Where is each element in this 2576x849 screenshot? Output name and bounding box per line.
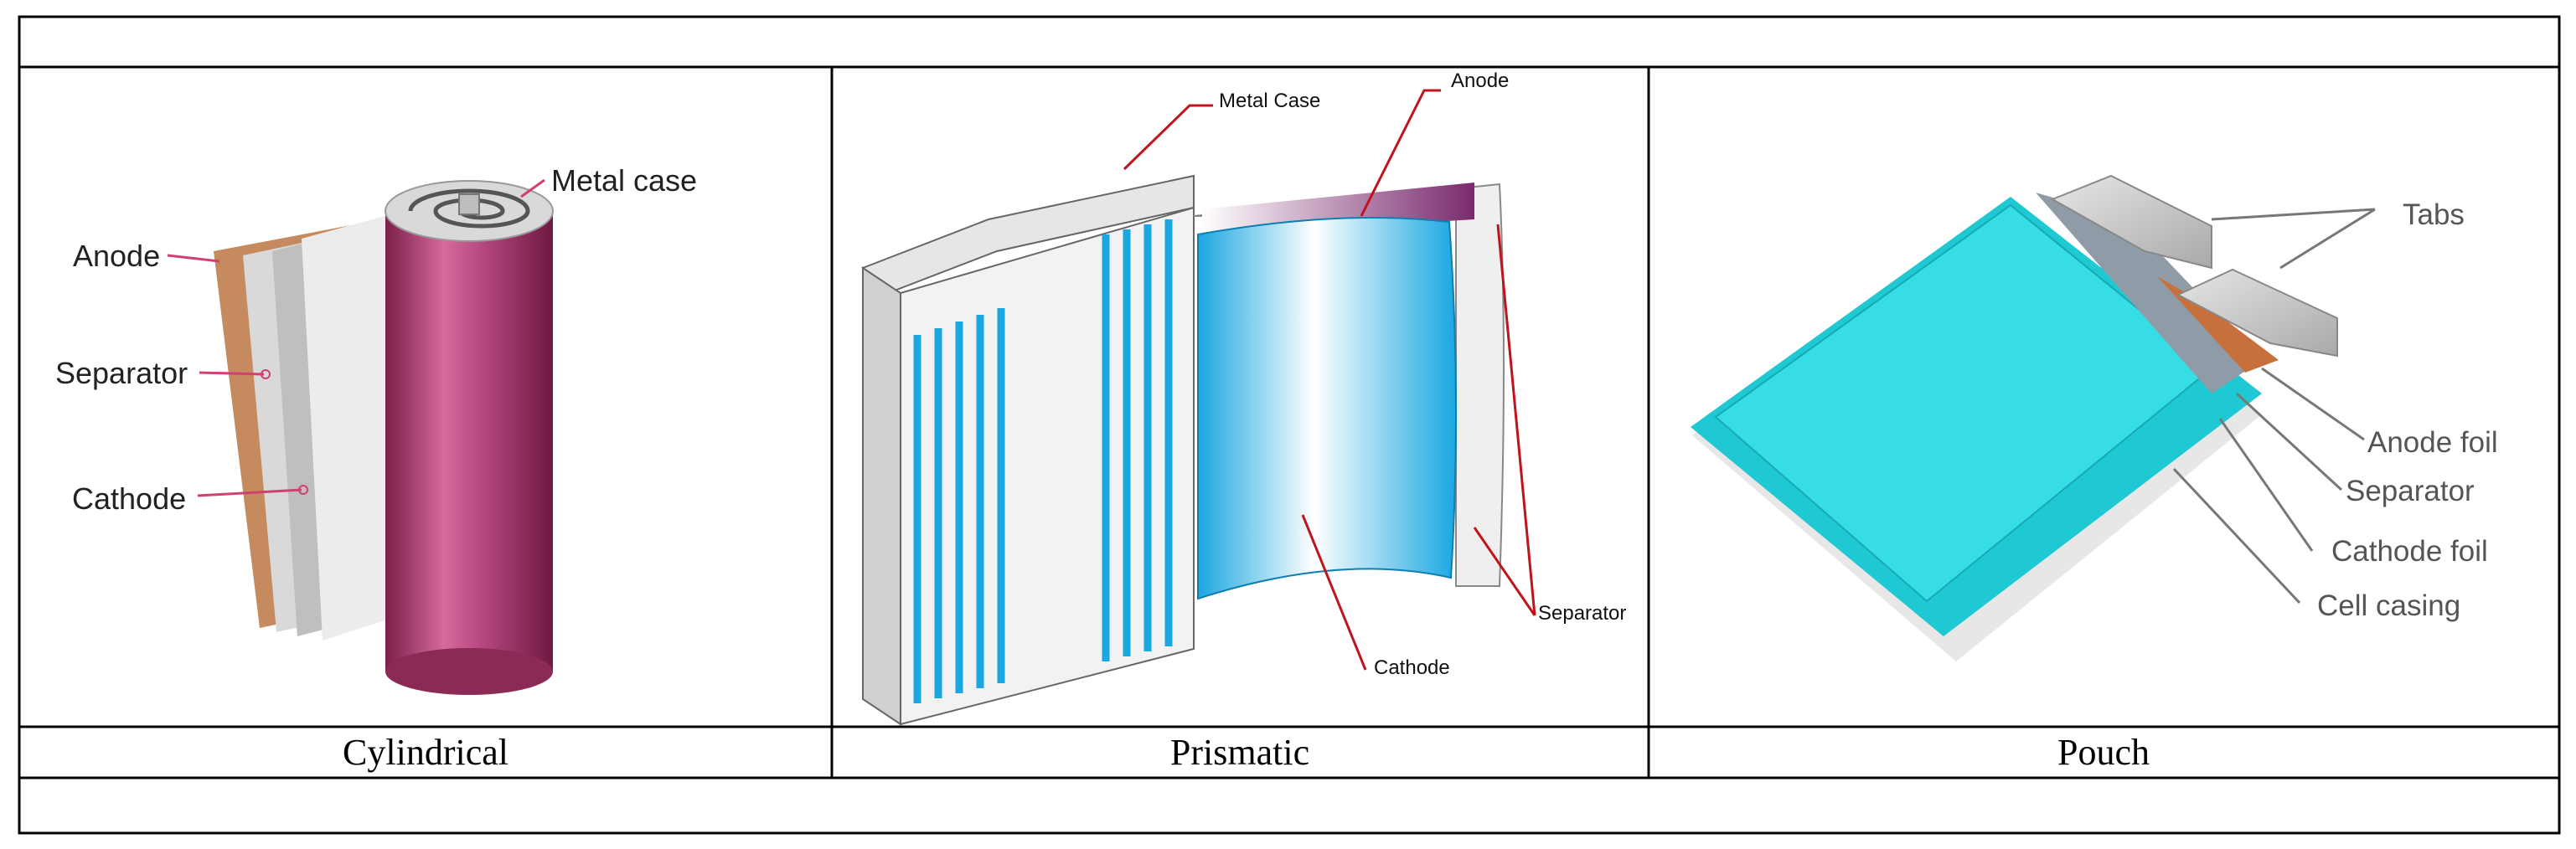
pouch-leaders [2172, 208, 2376, 605]
tab-right [2176, 268, 2338, 358]
prismatic-cell-illustration: Metal Case Anode Separator Cathode [861, 69, 1626, 726]
separator-leader-dot [261, 369, 271, 379]
caption-cylindrical: Cylindrical [343, 732, 508, 773]
table-outer-border [18, 15, 2561, 835]
pouch-cell-illustration: Tabs Anode foil Separator Cathode foil C… [1691, 174, 2498, 661]
prism-cathode-label: Cathode [1374, 656, 1450, 679]
metal-case-leader [1123, 104, 1213, 171]
tabs-leader-2 [2279, 208, 2376, 270]
case-cutaway-face [900, 206, 1195, 726]
cylinder-case-body [385, 211, 553, 671]
cathode-leader [197, 488, 302, 497]
cylindrical-cell-illustration: Anode Separator Cathode Metal case [55, 163, 697, 695]
prism-anode-label: Anode [1451, 69, 1509, 92]
anode-leader [167, 254, 220, 263]
separator-leader [199, 371, 265, 376]
pouch-separator-label: Separator [2346, 475, 2475, 507]
prism-metal-case-label: Metal Case [1219, 90, 1320, 112]
caption-pouch: Pouch [2057, 732, 2150, 773]
prism-separator-label: Separator [1538, 602, 1626, 625]
cyl-anode-label: Anode [73, 239, 160, 273]
cylinder-case-bottom [385, 648, 553, 695]
anode-leader [1360, 89, 1441, 217]
pouch-tabs-label: Tabs [2403, 198, 2465, 231]
anode-foil-leader [2261, 367, 2365, 441]
table-frame [18, 15, 2561, 835]
cathode-leader [1301, 514, 1367, 671]
electrode-stack-right [1102, 219, 1173, 661]
pouch-cell-casing-label: Cell casing [2317, 589, 2460, 622]
cathode-foil-leader [2218, 418, 2314, 552]
cyl-cathode-label: Cathode [72, 481, 186, 516]
separator-leader-2 [1473, 527, 1536, 616]
cell-casing-leader [2172, 467, 2301, 605]
separator-sheet [1193, 183, 1505, 587]
electrode-stack-left [913, 308, 1005, 703]
cathode-leader-dot [298, 485, 308, 495]
pouch-cathode-foil-label: Cathode foil [2331, 535, 2488, 568]
cathode-sheet [1197, 217, 1458, 600]
caption-prismatic: Prismatic [1170, 732, 1309, 773]
cyl-metal-case-label: Metal case [551, 163, 697, 198]
pouch-anode-foil-label: Anode foil [2367, 426, 2498, 459]
center-pin [458, 193, 480, 215]
separator-leader-1 [1496, 224, 1536, 616]
jelly-roll-spiral [408, 188, 530, 229]
metal-case-leader [520, 178, 545, 198]
cyl-separator-label: Separator [55, 356, 188, 390]
cathode-sheet [302, 214, 400, 641]
tab-left [2050, 174, 2212, 270]
case-front-face [862, 266, 901, 726]
separator-leader [2235, 392, 2343, 491]
separator-layer [2036, 193, 2262, 394]
tabs-leader-1 [2211, 208, 2376, 221]
prismatic-leaders [1123, 89, 1536, 671]
